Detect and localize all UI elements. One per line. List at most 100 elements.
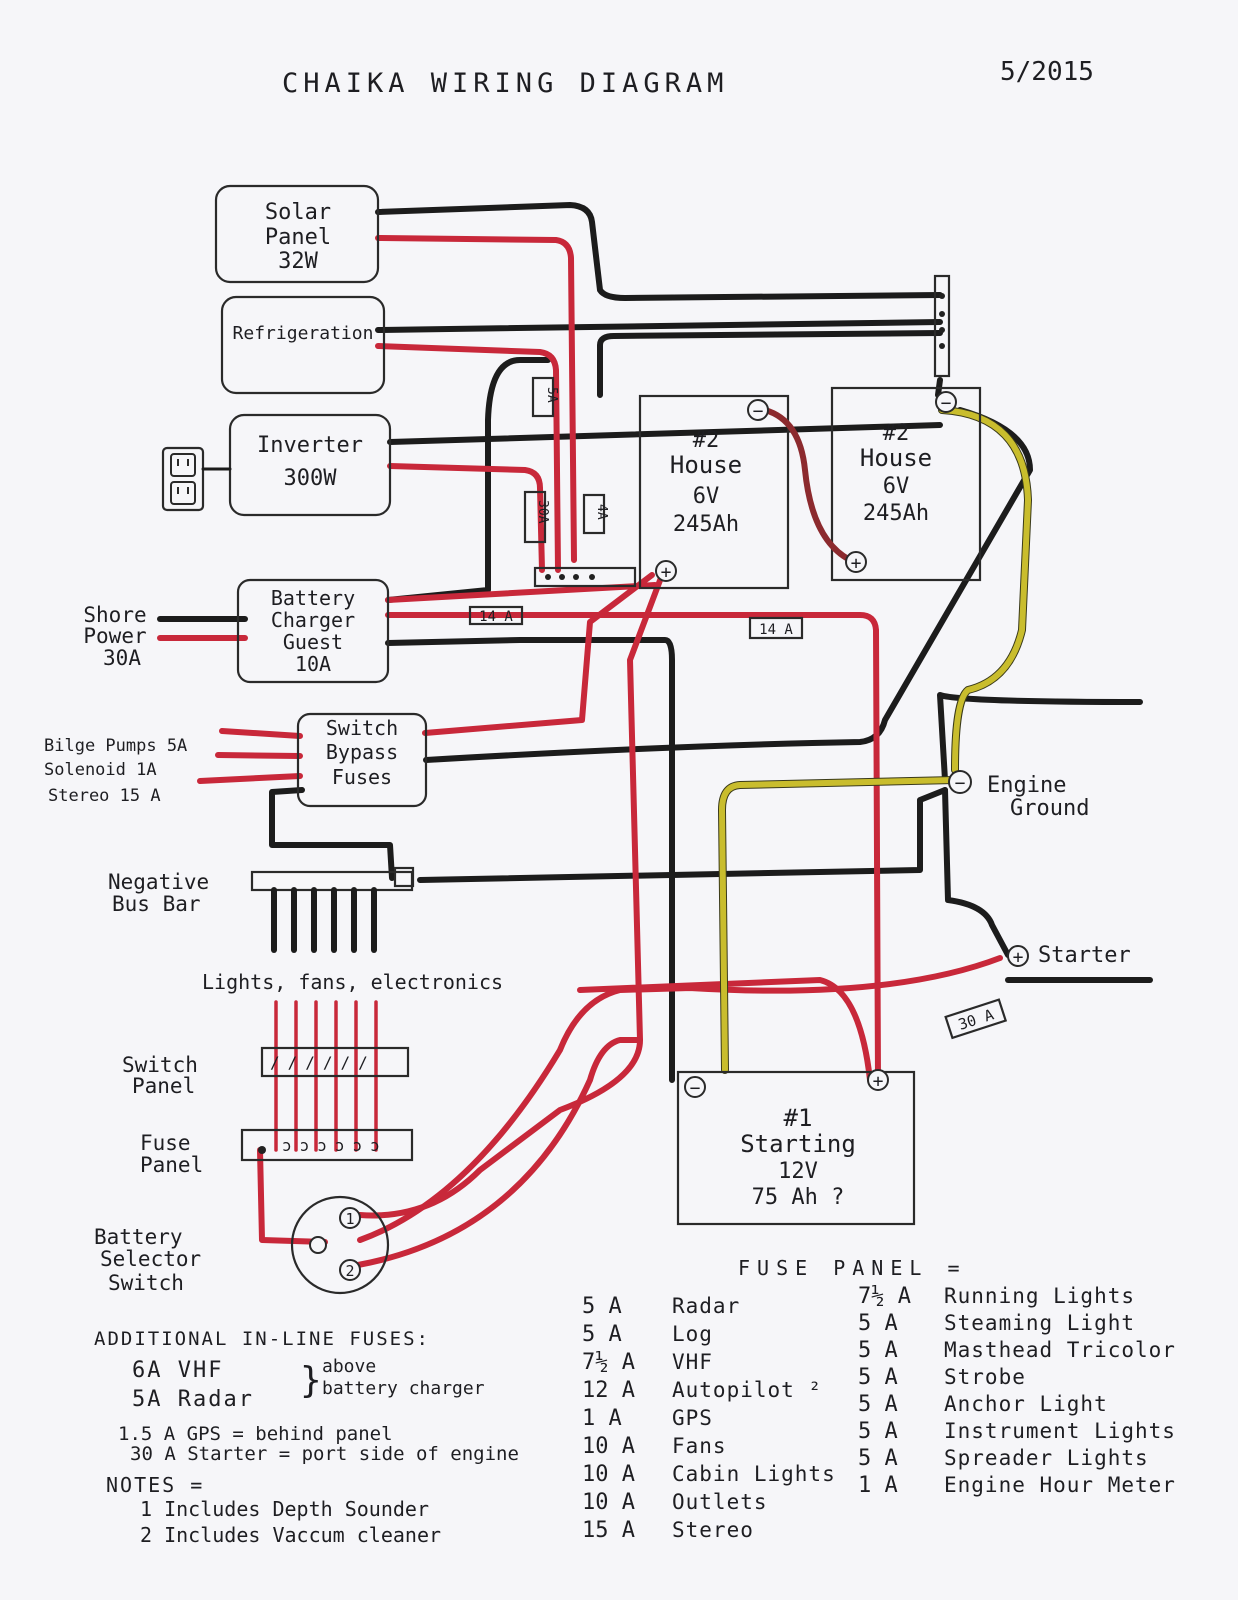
terminal-house-left-positive: + <box>655 560 677 583</box>
bus-bar-label: Bus Bar <box>112 892 201 916</box>
fuse-circuit: GPS <box>672 1406 713 1430</box>
stereo-label: Stereo 15 A <box>48 786 161 806</box>
fuse-circuit: Autopilot ² <box>672 1378 822 1402</box>
battery-charger: Battery Charger Guest 10A <box>236 578 390 684</box>
fuse-vhf: 6A VHF <box>132 1358 223 1383</box>
fuse-rating: 7½ A <box>858 1284 911 1309</box>
battery-voltage: 6V <box>883 474 910 499</box>
fuse-circuit: Instrument Lights <box>944 1419 1176 1443</box>
fuse-circuit: Strobe <box>944 1365 1026 1389</box>
fuse-circuit: Engine Hour Meter <box>944 1473 1176 1497</box>
refrigeration-unit: Refrigeration <box>220 295 386 395</box>
solar-panel: Solar Panel 32W <box>214 184 380 284</box>
fuse-14a: 14 A <box>759 622 793 638</box>
starting-battery: #1 Starting 12V 75 Ah ? <box>676 1070 916 1226</box>
fuse-tag-14a-left: 14 A <box>468 605 524 626</box>
fuse-circuit: Log <box>672 1322 713 1346</box>
solar-panel-wattage: 32W <box>278 249 318 274</box>
engine-ground-label: Ground <box>1010 796 1089 821</box>
plus-symbol: + <box>661 562 672 583</box>
note-item: 1 Includes Depth Sounder <box>140 1497 429 1521</box>
fuse-gps: 1.5 A GPS = behind panel <box>118 1423 393 1445</box>
solar-panel-label: Panel <box>265 225 331 250</box>
inverter-label: Inverter <box>257 433 363 458</box>
above-note: above <box>322 1356 376 1377</box>
fuse-rating: 5 A <box>858 1419 898 1444</box>
switch-glyphs: ////// <box>270 1053 376 1072</box>
terminal-starting-positive: + <box>867 1069 889 1092</box>
position-2: 2 <box>345 1262 354 1280</box>
fuse-circuit: Spreader Lights <box>944 1446 1149 1470</box>
starter-label: Starter <box>1038 943 1131 968</box>
battery-capacity: 75 Ah ? <box>752 1185 845 1210</box>
fuse-tag-14a-right: 14 A <box>748 616 804 640</box>
fuse-rating: 1 A <box>858 1473 898 1498</box>
charger-model: Guest <box>283 630 343 654</box>
fuse-circuit: Outlets <box>672 1490 768 1514</box>
inverter: Inverter 300W <box>228 413 392 517</box>
bus-bar-label: Negative <box>108 870 209 894</box>
fuse-circuit: Running Lights <box>944 1284 1135 1308</box>
additional-fuses-section: ADDITIONAL IN-LINE FUSES: 6A VHF 5A Rada… <box>94 1328 519 1547</box>
bypass-label: Switch <box>326 716 398 740</box>
fuse-rating: 10 A <box>582 1462 635 1487</box>
plus-symbol: + <box>1013 947 1024 968</box>
shore-power-label: Shore <box>83 603 146 627</box>
fuse-rating: 5 A <box>858 1338 898 1363</box>
fuse-circuit: VHF <box>672 1350 713 1374</box>
inverter-wattage: 300W <box>284 466 338 491</box>
ground-wires <box>718 406 1032 1074</box>
charger-label: Battery <box>271 586 355 610</box>
engine-ground: − Engine Ground <box>948 770 1089 821</box>
minus-symbol: − <box>690 1078 701 1099</box>
fuse-rating: 10 A <box>582 1490 635 1515</box>
fuse-rating: 5 A <box>858 1311 898 1336</box>
shore-power: Shore Power 30A <box>83 603 146 670</box>
fuse-rating: 1 A <box>582 1406 622 1431</box>
charger-label: Charger <box>271 608 355 632</box>
fuse-circuit: Steaming Light <box>944 1311 1135 1335</box>
positive-terminal-block <box>533 566 637 588</box>
brace-glyph: } <box>300 1360 322 1401</box>
switch-panel-label: Panel <box>132 1074 195 1098</box>
battery-type: House <box>670 451 742 479</box>
fuse-panel-label: Fuse <box>140 1131 191 1155</box>
fuse-glyphs: ɔɔɔɔɔɔ <box>282 1136 388 1155</box>
battery-number: #2 <box>883 421 910 446</box>
battery-capacity: 245Ah <box>863 501 929 526</box>
plus-symbol: + <box>851 553 862 574</box>
position-1: 1 <box>345 1210 354 1228</box>
terminal-starting-negative: − <box>684 1076 706 1099</box>
fuse-rating: 5 A <box>858 1446 898 1471</box>
terminal-house-right-positive: + <box>845 551 867 574</box>
loads-label: Lights, fans, electronics <box>202 970 503 994</box>
fuse-rating: 12 A <box>582 1378 635 1403</box>
positive-wires <box>157 235 1003 1268</box>
starter-terminal: + Starter <box>1007 943 1131 968</box>
minus-symbol: − <box>753 401 764 422</box>
selector-label: Switch <box>108 1271 184 1295</box>
above-note: battery charger <box>322 1378 485 1399</box>
additional-fuses-heading: ADDITIONAL IN-LINE FUSES: <box>94 1328 430 1350</box>
solar-panel-label: Solar <box>265 200 331 225</box>
fuse-4a: 4A <box>594 504 609 520</box>
battery-number: #1 <box>784 1104 813 1132</box>
bilge-pumps-label: Bilge Pumps 5A <box>44 736 187 756</box>
minus-symbol: − <box>941 393 952 414</box>
shore-power-label: Power <box>83 624 146 648</box>
fuse-rating: 15 A <box>582 1518 635 1543</box>
plus-symbol: + <box>873 1071 884 1092</box>
fuse-circuit: Fans <box>672 1434 727 1458</box>
battery-type: House <box>860 444 932 472</box>
notes-heading: NOTES = <box>106 1473 204 1497</box>
house-battery-left: #2 House 6V 245Ah <box>638 394 790 590</box>
fuse-circuit: Radar <box>672 1294 740 1318</box>
switch-panel-label: Switch <box>122 1053 198 1077</box>
fuse-rating: 5 A <box>582 1294 622 1319</box>
fuse-14a: 14 A <box>479 609 513 625</box>
